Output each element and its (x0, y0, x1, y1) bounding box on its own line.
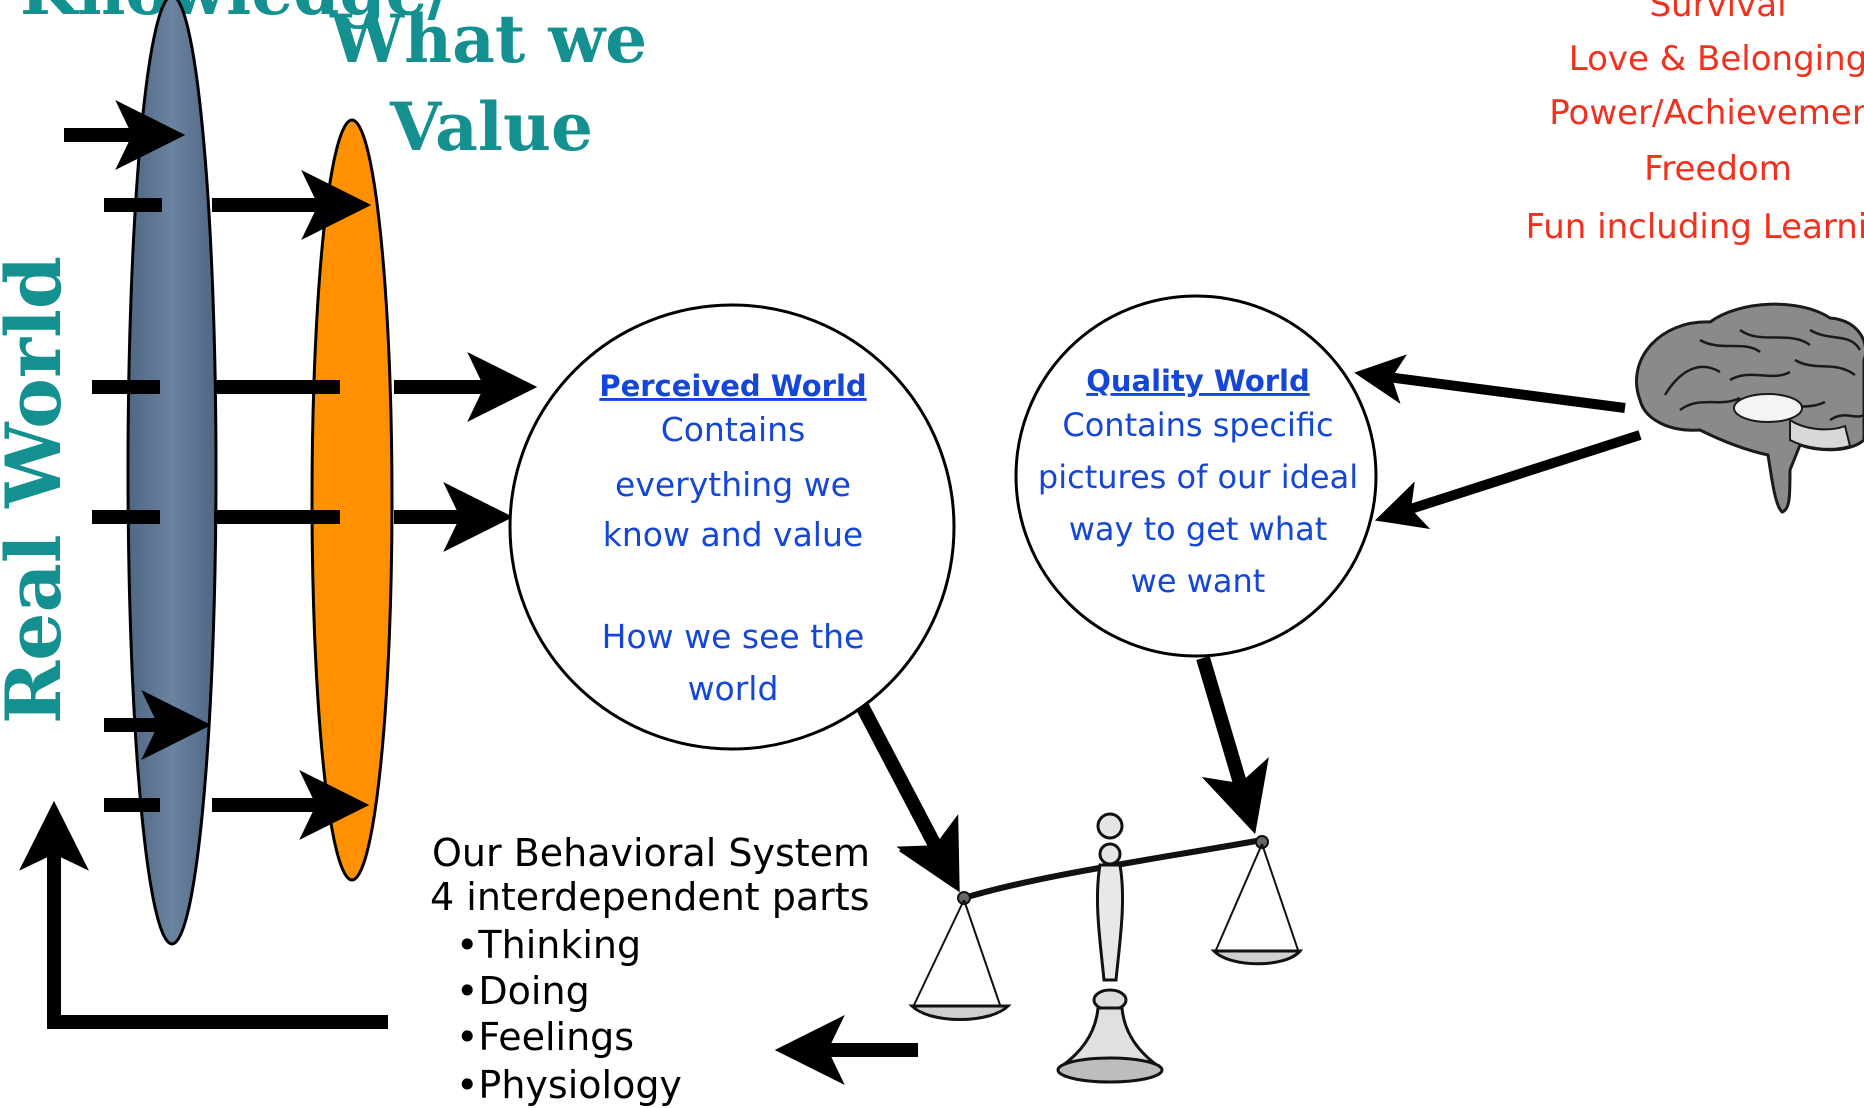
balance-scale-icon (908, 812, 1304, 1084)
real-world-heading: Real World (0, 256, 78, 724)
behavioral-system-title: Our Behavioral System (432, 831, 870, 875)
perceived-world-line-3: know and value (603, 515, 863, 554)
quality-to-scale-arrow (1196, 656, 1269, 835)
what-we-value-heading-line1: What we (329, 0, 647, 78)
quality-world-circle (1014, 294, 1378, 658)
perceived-world-title: Perceived World (599, 369, 866, 403)
quality-world-line-3: way to get what (1069, 510, 1328, 548)
needs-freedom: Freedom (1644, 149, 1792, 189)
brain-to-quality-arrow-lower (1374, 430, 1642, 529)
behavior-to-scale-line (899, 848, 957, 890)
feedback-arrow (19, 800, 388, 1029)
perceived-world-line-6: world (688, 669, 779, 708)
needs-love-belonging: Love & Belonging (1569, 39, 1864, 79)
quality-world-line-1: Contains specific (1062, 406, 1333, 444)
quality-world-title: Quality World (1086, 364, 1310, 398)
perceived-world-line-1: Contains (661, 410, 806, 449)
needs-power-achievement: Power/Achievement (1549, 93, 1864, 133)
perceived-world-circle (508, 303, 956, 751)
input-arrows (64, 100, 538, 840)
knowledge-heading: Knowledge/ (20, 0, 453, 30)
quality-world-line-4: we want (1131, 562, 1266, 600)
brain-to-quality-arrow-upper (1354, 354, 1626, 413)
behavioral-system-subtitle: 4 interdependent parts (430, 875, 870, 919)
value-lens (310, 118, 394, 882)
what-we-value-heading-line2: Value (389, 88, 593, 166)
behavioral-part-feelings: •Feelings (456, 1015, 634, 1059)
quality-world-line-2: pictures of our ideal (1038, 458, 1358, 496)
behavioral-part-thinking: •Thinking (456, 923, 641, 967)
behavioral-part-physiology: •Physiology (456, 1063, 682, 1107)
perceived-to-scale-arrow (855, 702, 960, 893)
perceived-world-line-2: everything we (615, 465, 851, 504)
needs-fun-learning: Fun including Learning (1526, 207, 1864, 247)
needs-survival: Survival (1649, 0, 1786, 25)
perceived-world-line-5: How we see the (602, 617, 865, 656)
brain-icon (1635, 302, 1864, 514)
behavioral-part-doing: •Doing (456, 969, 590, 1013)
